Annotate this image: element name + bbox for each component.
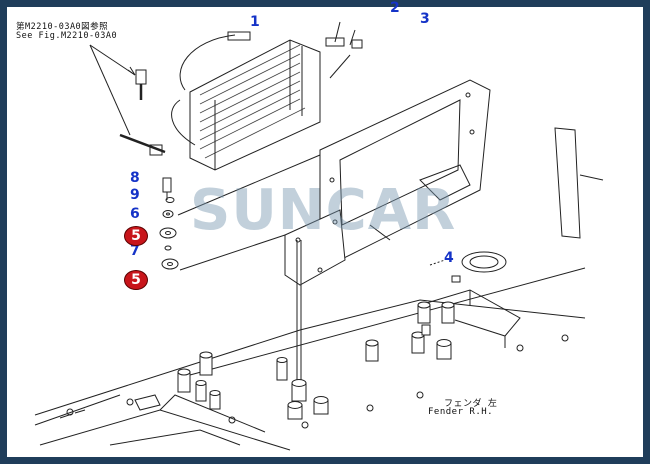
watermark-text: SUNCAR (190, 178, 457, 243)
callout-4: 4 (444, 250, 454, 266)
callout-7: 7 (130, 243, 140, 259)
bolts-top (325, 21, 363, 79)
reference-arrows (89, 44, 166, 156)
fender-base (34, 267, 586, 451)
cooler-assembly (171, 31, 321, 171)
reference-note-jp: 第M2210-03A0図参照 (16, 22, 109, 32)
callout-1: 1 (250, 14, 260, 30)
leader-lines (296, 240, 302, 380)
side-panel (554, 127, 604, 239)
callout-5-lower-badge: 5 (124, 270, 148, 290)
callout-9: 9 (130, 187, 140, 203)
fender-label-en: Fender R.H. (428, 407, 494, 417)
callout-6: 6 (130, 206, 140, 222)
callout-3: 3 (420, 11, 430, 27)
callout-5-upper-badge: 5 (124, 226, 148, 246)
mounting-bracket (284, 79, 491, 286)
callout-8: 8 (130, 170, 140, 186)
washer-4 (429, 251, 507, 283)
fender-studs (177, 301, 455, 420)
callout-2: 2 (390, 0, 400, 16)
reference-note-en: See Fig.M2210-03A0 (16, 31, 118, 41)
small-parts (159, 154, 321, 271)
fender-label-jp: フェンダ 左 (444, 399, 498, 409)
